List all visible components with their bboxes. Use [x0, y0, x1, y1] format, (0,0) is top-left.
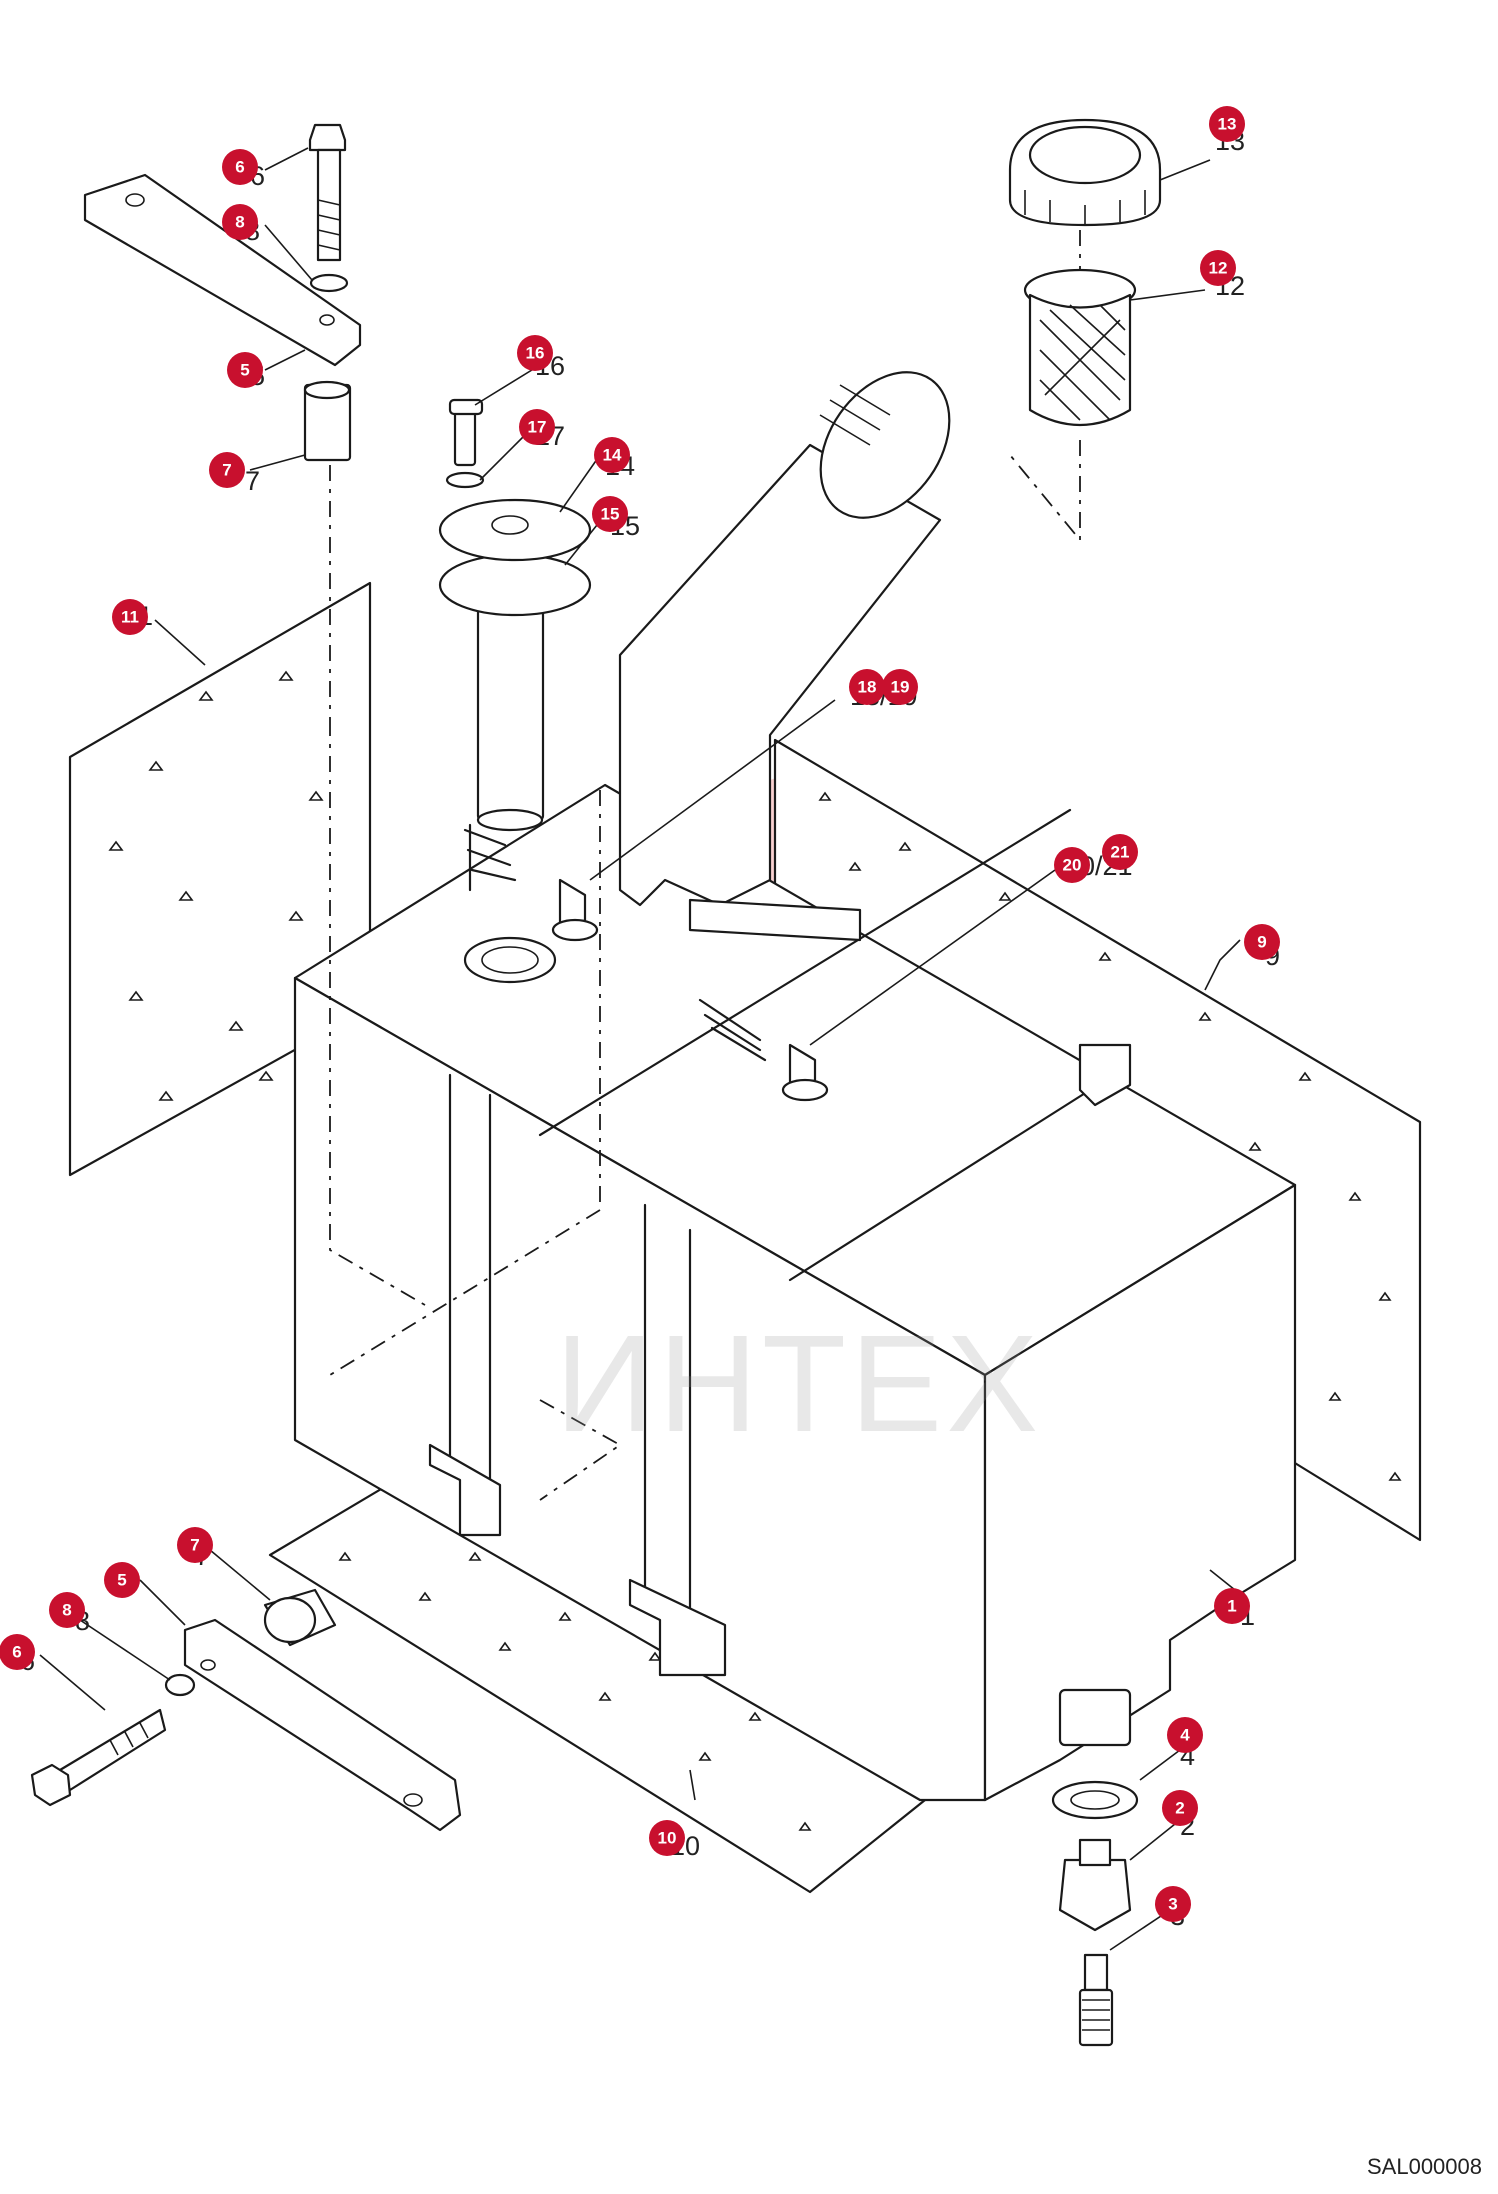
callout-7b: 7 [177, 1527, 213, 1563]
svg-text:8: 8 [62, 1601, 71, 1620]
filler-neck [618, 371, 951, 942]
svg-text:14: 14 [603, 446, 622, 465]
svg-text:1: 1 [1227, 1597, 1236, 1616]
callout-5a: 5 [227, 352, 263, 388]
callout-4: 4 [1167, 1717, 1203, 1753]
svg-text:5: 5 [240, 361, 249, 380]
upper-mounting-hardware [83, 123, 362, 462]
svg-text:15: 15 [601, 505, 620, 524]
svg-text:5: 5 [117, 1571, 126, 1590]
svg-text:7: 7 [190, 1536, 199, 1555]
callout-9: 9 [1244, 924, 1280, 960]
callout-17: 17 [519, 409, 555, 445]
watermark-text: ИНТЕХ [555, 1307, 1043, 1461]
svg-text:11: 11 [121, 608, 139, 627]
lower-mounting-hardware [30, 1588, 462, 1832]
callout-6b: 6 [0, 1634, 35, 1670]
callout-15: 15 [592, 496, 628, 532]
svg-text:6: 6 [235, 158, 244, 177]
svg-text:21: 21 [1111, 843, 1130, 862]
filler-cap [1008, 118, 1162, 227]
drawing-code: SAL000008 [1367, 2154, 1482, 2179]
svg-text:12: 12 [1209, 259, 1228, 278]
callout-8b: 8 [49, 1592, 85, 1628]
callout-14: 14 [594, 437, 630, 473]
callout-18: 18 [849, 669, 885, 705]
panel-texture-icon [108, 670, 334, 1101]
svg-text:18: 18 [858, 678, 877, 697]
svg-text:2: 2 [1175, 1799, 1184, 1818]
callout-badges: 1 2 3 4 5 5 6 6 7 7 8 8 9 10 11 12 13 14… [0, 106, 1280, 1922]
svg-text:9: 9 [1257, 933, 1266, 952]
callout-6a: 6 [222, 149, 258, 185]
svg-text:7: 7 [222, 461, 231, 480]
panel-texture-icon [338, 1551, 812, 1831]
svg-text:20: 20 [1063, 856, 1082, 875]
callout-12: 12 [1200, 250, 1236, 286]
callout-13: 13 [1209, 106, 1245, 142]
svg-text:4: 4 [1180, 1726, 1190, 1745]
callout-21: 21 [1102, 834, 1138, 870]
svg-text:19: 19 [891, 678, 910, 697]
callout-5b: 5 [104, 1562, 140, 1598]
leader-lines [39, 147, 1241, 1951]
svg-text:13: 13 [1218, 115, 1237, 134]
svg-text:17: 17 [528, 418, 547, 437]
callout-11: 11 [112, 599, 148, 635]
callout-2: 2 [1162, 1790, 1198, 1826]
callout-7a: 7 [209, 452, 245, 488]
strainer [1023, 268, 1137, 426]
callout-19: 19 [882, 669, 918, 705]
callout-8a: 8 [222, 204, 258, 240]
panel-texture-icon [818, 791, 1402, 1481]
svg-text:16: 16 [526, 344, 545, 363]
callout-1: 1 [1214, 1588, 1250, 1624]
callout-10: 10 [649, 1820, 685, 1856]
callout-20: 20 [1054, 847, 1090, 883]
callout-16: 16 [517, 335, 553, 371]
svg-text:6: 6 [12, 1643, 21, 1662]
svg-text:8: 8 [235, 213, 244, 232]
svg-text:3: 3 [1168, 1895, 1177, 1914]
drain-assembly [1051, 1688, 1139, 2047]
return-fitting [698, 998, 829, 1102]
svg-text:10: 10 [658, 1829, 677, 1848]
fuel-level-sender [438, 398, 599, 942]
callout-3: 3 [1155, 1886, 1191, 1922]
part-number-7a: 7 [245, 466, 260, 496]
